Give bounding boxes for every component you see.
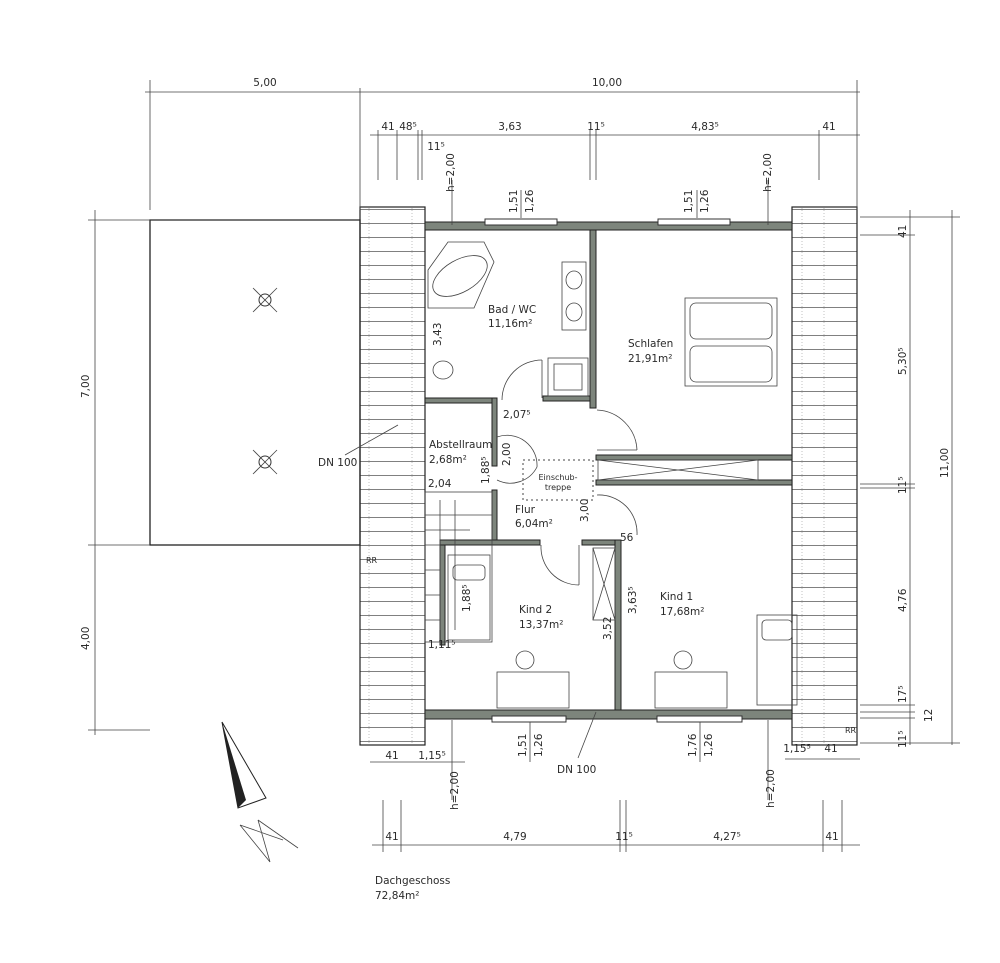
room-area-bad: 11,16m² xyxy=(488,318,533,330)
dim-label: 4,00 xyxy=(80,627,92,650)
downpipe-label: RR xyxy=(366,556,378,565)
dim-label: 1,88⁵ xyxy=(480,456,492,484)
dim-label: 1,51 xyxy=(683,190,695,213)
sink-icon xyxy=(561,261,587,331)
plan-title: Dachgeschoss xyxy=(375,875,450,887)
dim-label: 41 xyxy=(381,121,394,133)
dim-label: 1,88⁵ xyxy=(461,584,473,612)
dim-label: 3,63 xyxy=(498,121,521,133)
drain-icon xyxy=(252,449,278,475)
room-area-kind2: 13,37m² xyxy=(519,619,564,631)
dim-label: 4,76 xyxy=(897,588,909,612)
dim-label: 1,15⁵ xyxy=(418,750,446,762)
ladder-label: Einschub- xyxy=(538,473,577,482)
drain-label: DN 100 xyxy=(318,457,357,469)
ladder-label: treppe xyxy=(545,483,571,492)
terrace xyxy=(149,219,361,546)
dim-label: 1,51 xyxy=(517,734,529,757)
dim-label: 1,51 xyxy=(508,190,520,213)
plan-total-area: 72,84m² xyxy=(375,890,420,902)
dim-label: 2,04 xyxy=(428,478,452,490)
bathtub-icon xyxy=(427,241,495,309)
wardrobe xyxy=(597,459,759,481)
dim-label: 3,43 xyxy=(432,323,444,346)
dim-label: 41 xyxy=(385,831,398,843)
roof-right xyxy=(791,206,858,746)
dim-label: 3,63⁵ xyxy=(627,586,639,614)
room-area-schlafen: 21,91m² xyxy=(628,353,673,365)
room-area-kind1: 17,68m² xyxy=(660,606,705,618)
dim-label: 3,00 xyxy=(579,499,591,522)
room-name-kind2: Kind 2 xyxy=(519,604,552,616)
toilet-icon xyxy=(432,360,454,380)
dim-label: h=2,00 xyxy=(765,769,777,808)
bed-icon xyxy=(684,297,778,387)
walls xyxy=(424,218,793,723)
room-name-bad: Bad / WC xyxy=(488,304,536,316)
dim-label: 2,07⁵ xyxy=(503,409,531,421)
desk-icon xyxy=(654,650,728,709)
dim-label: 17⁵ xyxy=(897,685,909,703)
roof-left xyxy=(359,206,426,746)
dim-label: 41 xyxy=(822,121,835,133)
dim-label: 4,27⁵ xyxy=(713,831,741,843)
dim-label: 56 xyxy=(620,532,634,544)
dim-label: 11⁵ xyxy=(897,730,909,748)
dim-label: 11,00 xyxy=(939,448,951,478)
dim-overall-right: 10,00 xyxy=(592,77,622,89)
dim-label: h=2,00 xyxy=(762,153,774,192)
downpipe-label: RR xyxy=(845,726,857,735)
bed-icon xyxy=(447,554,491,641)
dim-label: 1,15⁵ xyxy=(783,743,811,755)
desk-icon xyxy=(496,650,570,709)
room-area-flur: 6,04m² xyxy=(515,518,553,530)
room-name-schlafen: Schlafen xyxy=(628,338,673,350)
room-name-flur: Flur xyxy=(515,504,536,516)
doors xyxy=(496,359,638,586)
dim-overall-left: 5,00 xyxy=(253,77,276,89)
dim-label: 5,30⁵ xyxy=(897,347,909,375)
dim-label: 48⁵ xyxy=(399,121,417,133)
dim-label: 4,79 xyxy=(503,831,526,843)
dim-label: 1,76 xyxy=(687,733,699,757)
dim-label: 1,26 xyxy=(703,733,715,757)
dim-label: h=2,00 xyxy=(449,771,461,810)
north-arrow-icon xyxy=(221,721,299,863)
drain-label: DN 100 xyxy=(557,764,596,776)
dim-label: 41 xyxy=(385,750,398,762)
dim-label: 1,26 xyxy=(524,189,536,213)
dim-label: 12 xyxy=(923,709,935,722)
room-area-abstellraum: 2,68m² xyxy=(429,454,467,466)
stairs xyxy=(424,491,493,643)
room-name-abstellraum: Abstellraum xyxy=(429,439,492,451)
dim-label: 4,83⁵ xyxy=(691,121,719,133)
shower-icon xyxy=(547,357,589,397)
dim-label: 1,11⁵ xyxy=(428,639,456,651)
dim-label: 1,26 xyxy=(533,733,545,757)
dim-label: 41 xyxy=(897,225,909,238)
bed-icon xyxy=(756,614,798,706)
attic-ladder xyxy=(522,459,594,501)
dim-label: 11⁵ xyxy=(587,121,605,133)
dim-label: 2,00 xyxy=(501,443,513,466)
dim-label: 41 xyxy=(825,831,838,843)
drain-icon xyxy=(252,287,278,313)
dimension-lines xyxy=(88,80,960,852)
dim-label: 11⁵ xyxy=(897,476,909,494)
dim-label: h=2,00 xyxy=(445,153,457,192)
dim-label: 11⁵ xyxy=(615,831,633,843)
dim-label: 1,26 xyxy=(699,189,711,213)
room-name-kind1: Kind 1 xyxy=(660,591,693,603)
dim-label: 11⁵ xyxy=(427,141,445,153)
dim-label: 7,00 xyxy=(80,375,92,398)
closet xyxy=(592,547,616,621)
dim-label: 3,52 xyxy=(602,617,614,640)
dim-label: 41 xyxy=(824,743,837,755)
